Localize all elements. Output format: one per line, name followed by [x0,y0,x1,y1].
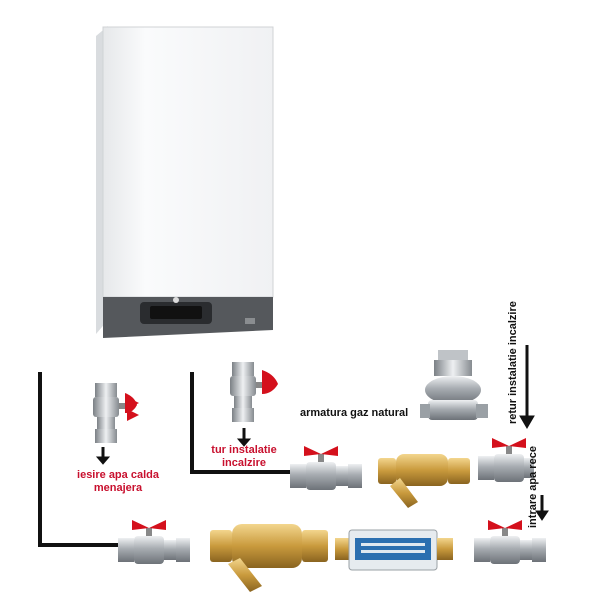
flow-arrows [95,345,549,521]
label-heating-flow-line2: incalzire [221,457,267,469]
vertical-valve-heating-flow [230,362,278,422]
label-heating-flow-line1: tur instalatie [211,444,277,456]
horizontal-valve-hot-water [118,520,190,564]
label-hot-water-outlet-line2: menajera [93,482,143,494]
horizontal-valve-heating-return [478,438,534,482]
label-cold-water-inlet: intrare apa rece [527,446,539,528]
label-gas-fitting: armatura gaz natural [300,407,409,419]
magnetic-filter [335,529,453,571]
label-heating-flow: tur instalatie incalzire [200,444,288,470]
horizontal-valve-heating-flow [290,446,362,490]
pipes [38,372,292,547]
y-strainer-upper [378,454,470,508]
label-hot-water-outlet: iesire apa calda menajera [62,469,174,495]
vertical-valve-hot-water [93,383,139,443]
gas-regulator [420,350,488,420]
label-heating-return: retur instalatie incalzire [507,301,519,424]
y-strainer-lower [210,524,328,592]
horizontal-valve-cold-water [474,520,546,564]
label-hot-water-outlet-line1: iesire apa calda [77,469,159,481]
boiler [96,26,274,338]
